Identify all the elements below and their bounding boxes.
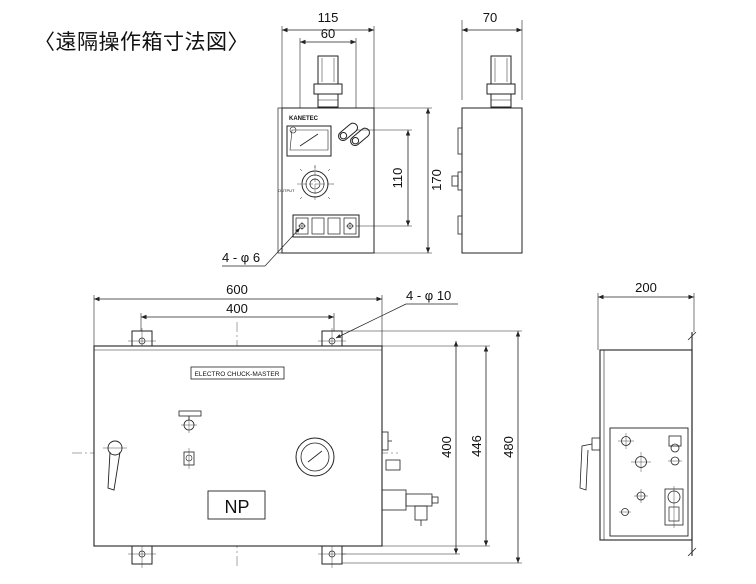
dim-controller-height-total: 480 <box>501 436 516 458</box>
dim-controller-height-mid: 446 <box>469 435 484 457</box>
page-title: 〈遠隔操作箱寸法図〉 <box>34 30 249 54</box>
dim-remote-inner-width: 60 <box>321 26 335 41</box>
controller-side-view <box>579 293 697 557</box>
remote-brand-label: KANETEC <box>289 116 319 122</box>
dim-remote-height: 170 <box>429 169 444 191</box>
dim-controller-holes: 4 - φ 10 <box>406 288 451 303</box>
remote-box-side-view <box>451 20 523 254</box>
np-label: NP <box>224 497 249 517</box>
dim-controller-depth: 200 <box>635 280 657 295</box>
dim-remote-holes: 4 - φ 6 <box>222 250 260 265</box>
remote-box-front-view <box>222 26 432 267</box>
dim-remote-width: 115 <box>318 10 339 25</box>
dim-controller-inner-width: 400 <box>226 301 248 316</box>
dim-remote-inner-height: 110 <box>390 168 405 189</box>
nameplate-label: ELECTRO CHUCK-MASTER <box>195 371 280 378</box>
remote-output-label: OUTPUT <box>278 188 295 193</box>
dim-controller-height-inner: 400 <box>439 436 454 458</box>
dim-remote-depth: 70 <box>483 10 497 25</box>
dim-controller-width: 600 <box>226 282 248 297</box>
controller-front-view <box>72 295 522 568</box>
